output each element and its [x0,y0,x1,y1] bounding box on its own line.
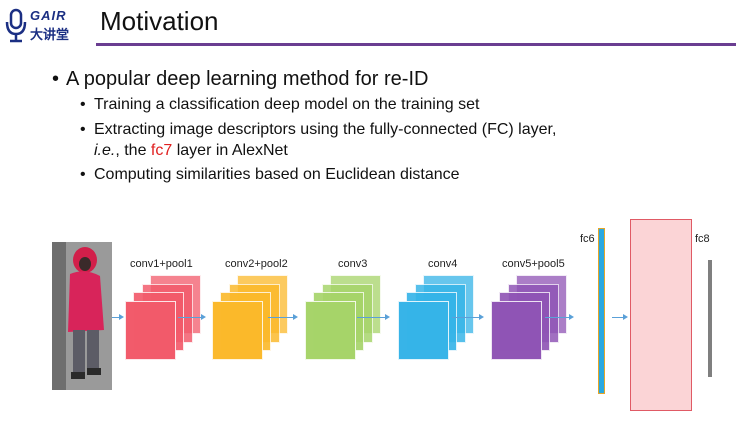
flow-arrow [452,314,484,320]
bullet-dot: • [80,96,86,113]
line2-mid: , the [115,142,151,159]
layer-label-conv4: conv4 [428,258,458,270]
flow-arrow [545,314,574,320]
bullet-sub-2-line1: Extracting image descriptors using the f… [94,121,557,138]
bullet-sub-2: • Extracting image descriptors using the … [80,121,556,139]
fc8-bar [708,260,712,377]
layer-label-conv2: conv2+pool2 [225,258,288,270]
bullet-sub-1-text: Training a classification deep model on … [94,96,480,113]
line2-end: layer in AlexNet [172,142,288,159]
bullet-dot: • [52,68,60,90]
gair-logo: GAIR 大讲堂 [4,6,78,44]
layer-label-conv3: conv3 [338,258,368,270]
microphone-icon [5,8,27,43]
flow-arrow [612,314,628,320]
pedestrian-image [52,242,112,390]
flow-arrow [178,314,206,320]
fc7-highlight-box [630,219,692,411]
bullet-sub-3-text: Computing similarities based on Euclidea… [94,166,460,183]
logo-text-en: GAIR [30,8,67,23]
bullet-main-text: A popular deep learning method for re-ID [66,68,429,90]
bullet-main: • A popular deep learning method for re-I… [52,68,428,91]
layer-sheet [124,300,176,360]
bullet-sub-3: • Computing similarities based on Euclide… [80,166,460,184]
fc6-bar [598,228,605,394]
slide-title: Motivation [100,6,219,36]
layer-sheet [490,300,542,360]
layer-sheet [211,300,263,360]
bullet-dot: • [80,166,86,183]
flow-arrow [357,314,390,320]
layer-sheet [304,300,356,360]
bullet-sub-2-line2: i.e., the fc7 layer in AlexNet [94,142,288,160]
title-rule [96,43,736,46]
bullet-sub-1: • Training a classification deep model on… [80,96,479,114]
ie-text: i.e. [94,142,116,159]
logo-text-cn: 大讲堂 [30,27,70,42]
layer-label-conv1: conv1+pool1 [130,258,193,270]
layer-label-fc6: fc6 [580,233,595,245]
layer-sheet [397,300,449,360]
fc7-highlight-text: fc7 [150,142,173,159]
layer-label-fc8: fc8 [695,233,710,245]
flow-arrow [268,314,298,320]
flow-arrow [112,314,124,320]
layer-label-conv5: conv5+pool5 [502,258,565,270]
bullet-dot: • [80,121,86,138]
